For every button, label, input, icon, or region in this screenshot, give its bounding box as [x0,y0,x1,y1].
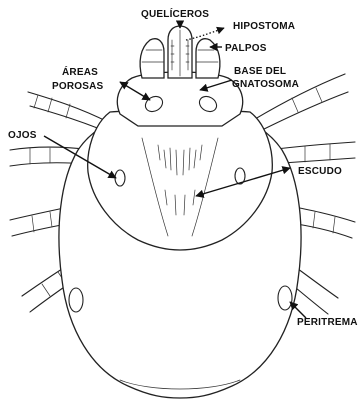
label-base-line1: BASE DEL [234,66,286,77]
label-peritrema: PERITREMA [297,317,358,328]
label-areas-line2: POROSAS [52,81,104,92]
label-palpos: PALPOS [225,43,267,54]
label-escudo: ESCUDO [298,166,342,177]
basis-capituli [117,72,242,126]
label-hipostoma: HIPOSTOMA [233,21,295,32]
label-areas-line1: ÁREAS [62,65,98,78]
label-base-line2: GNATOSOMA [232,79,299,90]
label-ojos: OJOS [8,130,37,141]
label-queliceros: QUELÍCEROS [141,7,209,20]
